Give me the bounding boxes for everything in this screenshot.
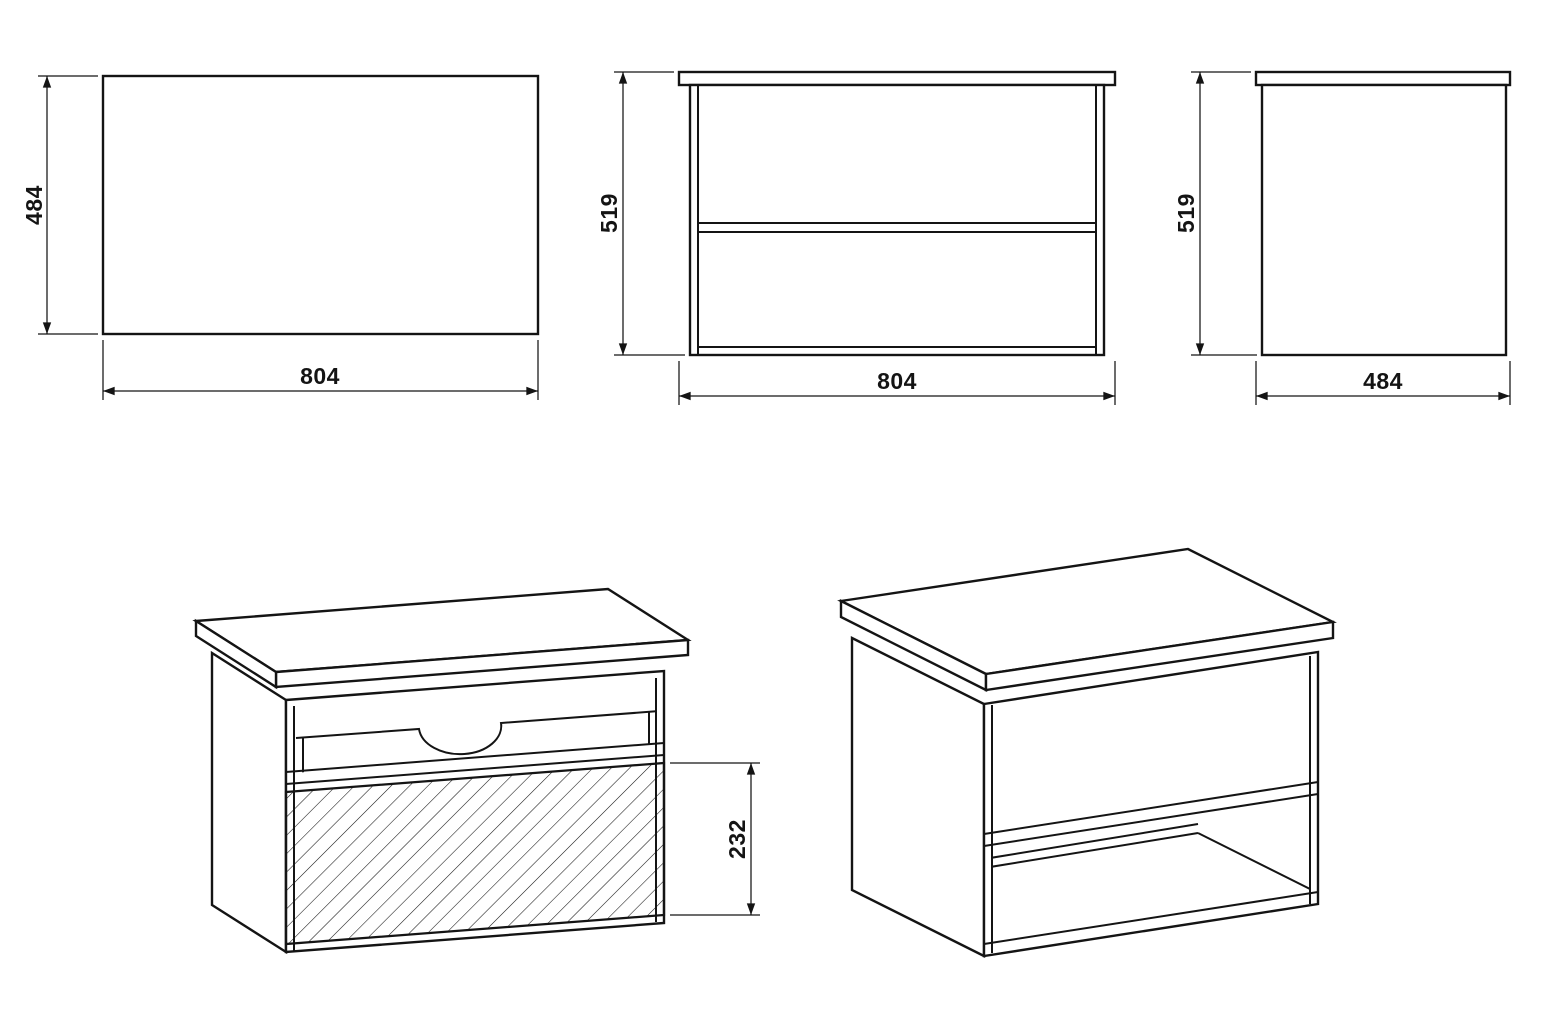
dimension-drawer-height: 232 (670, 762, 760, 916)
side-view-body (1260, 83, 1508, 357)
dimension-front-width: 804 (678, 361, 1116, 405)
dim-label-front-width: 804 (877, 368, 917, 394)
iso-left-drawer-front-hatched (284, 761, 666, 946)
dim-label-side-height: 519 (1173, 193, 1199, 233)
iso-view-front-left: 232 (192, 587, 760, 955)
iso-left-side-panel (210, 650, 288, 955)
dim-label-side-width: 484 (1363, 368, 1403, 394)
interior-edge-line (992, 823, 1199, 877)
iso-left-countertop-side (194, 618, 278, 690)
interior-edge-line (1197, 832, 1310, 890)
dim-label-front-height: 519 (596, 193, 622, 233)
iso-right-front-face (982, 650, 1320, 958)
dim-label-top-width: 804 (300, 363, 340, 389)
shelf-rail-line (983, 793, 1319, 847)
iso-right-open-compartment (992, 823, 1310, 942)
top-view-outline (101, 74, 540, 336)
dim-label-top-height: 484 (21, 185, 47, 225)
front-view-body (688, 83, 1106, 357)
iso-left-open-compartment (295, 710, 656, 773)
side-view-countertop (1254, 70, 1512, 87)
frame-line (983, 891, 1319, 945)
front-view-countertop (677, 70, 1117, 87)
shelf-edge-line (285, 754, 665, 785)
shelf-rail-line (983, 781, 1319, 835)
front-view: 519 804 (596, 70, 1117, 405)
iso-view-front-right (837, 547, 1337, 958)
iso-right-countertop-edge (984, 620, 1335, 692)
dimension-top-height: 484 (21, 75, 98, 335)
interior-edge-line (992, 832, 1199, 886)
side-view: 519 484 (1173, 70, 1512, 405)
top-view: 484 804 (21, 74, 540, 400)
dimension-side-width: 484 (1255, 361, 1511, 405)
dimension-side-height: 519 (1173, 71, 1257, 356)
dim-label-drawer-height: 232 (724, 819, 750, 859)
iso-right-side-panel (850, 636, 986, 958)
dimension-front-height: 519 (596, 71, 685, 356)
dimension-top-width: 804 (102, 340, 539, 400)
shelf-edge-line (285, 742, 665, 773)
handle-notch-edge (295, 710, 656, 756)
